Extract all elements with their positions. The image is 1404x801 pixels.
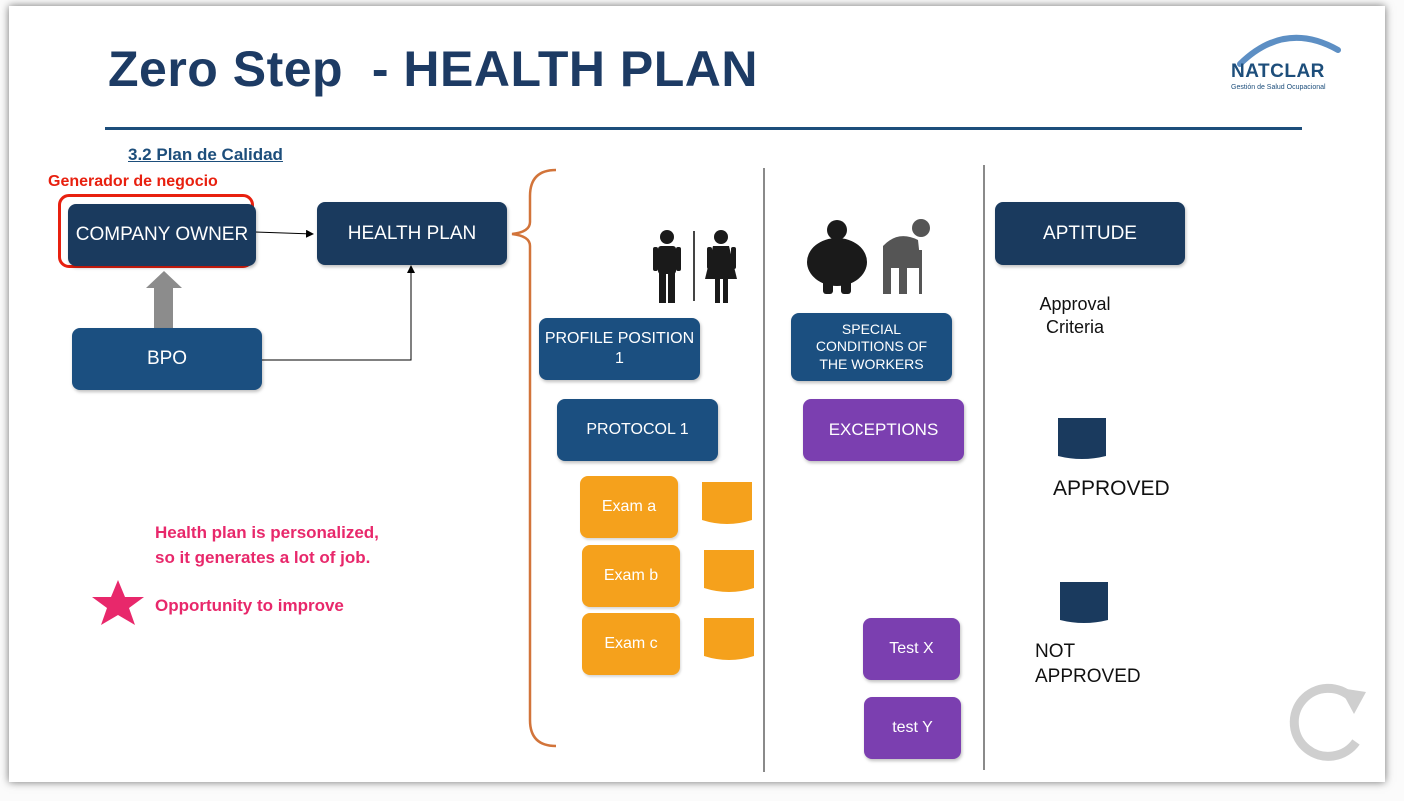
generator-label: Generador de negocio <box>48 173 218 190</box>
note-line-2: so it generates a lot of job. <box>155 548 371 567</box>
document-icon <box>704 550 754 592</box>
slide <box>9 6 1385 782</box>
note-line-1: Health plan is personalized, <box>155 523 379 542</box>
approved-label: APPROVED <box>1053 477 1170 500</box>
column-divider-1 <box>763 168 765 772</box>
health-plan-box: HEALTH PLAN <box>317 202 507 265</box>
protocol-box: PROTOCOL 1 <box>557 399 718 461</box>
test-x-box: Test X <box>863 618 960 680</box>
column-divider-2 <box>983 165 985 770</box>
test-y-box: test Y <box>864 697 961 759</box>
approved-document-icon <box>1058 418 1106 459</box>
exam-c-box: Exam c <box>582 613 680 675</box>
bpo-to-owner-arrow-head <box>146 271 182 288</box>
exam-a-box: Exam a <box>580 476 678 538</box>
logo-tagline: Gestión de Salud Ocupacional <box>1231 84 1326 91</box>
bracket-brace <box>511 168 557 748</box>
special-conditions-box: SPECIAL CONDITIONS OF THE WORKERS <box>791 313 952 381</box>
not-approved-document-icon <box>1060 582 1108 623</box>
aptitude-box: APTITUDE <box>995 202 1185 265</box>
logo-arc-icon <box>1237 34 1341 67</box>
not-approved-label: NOT APPROVED <box>1035 641 1141 687</box>
exceptions-box: EXCEPTIONS <box>803 399 964 461</box>
document-icon <box>702 482 752 524</box>
section-subtitle: 3.2 Plan de Calidad <box>128 145 283 164</box>
slide-title: Zero Step - HEALTH PLAN <box>108 41 758 97</box>
exam-b-box: Exam b <box>582 545 680 607</box>
title-divider <box>105 127 1302 130</box>
bpo-to-owner-arrow-shaft <box>154 286 173 331</box>
opportunity-note: Opportunity to improve <box>155 596 344 615</box>
logo-name: NATCLAR <box>1231 61 1325 82</box>
company-owner-box: COMPANY OWNER <box>68 204 256 266</box>
profile-position-box: PROFILE POSITION 1 <box>539 318 700 380</box>
star-icon <box>92 580 144 625</box>
man-woman-icon <box>653 230 737 303</box>
replay-icon <box>1289 683 1366 761</box>
document-icon <box>704 618 754 660</box>
owner-to-plan-arrow <box>254 229 314 238</box>
special-workers-icon <box>807 219 930 294</box>
bpo-to-plan-arrow <box>262 265 415 361</box>
approval-criteria-text: Approval Criteria <box>1039 294 1111 338</box>
exam-document-icons <box>702 482 754 660</box>
bpo-box: BPO <box>72 328 262 390</box>
